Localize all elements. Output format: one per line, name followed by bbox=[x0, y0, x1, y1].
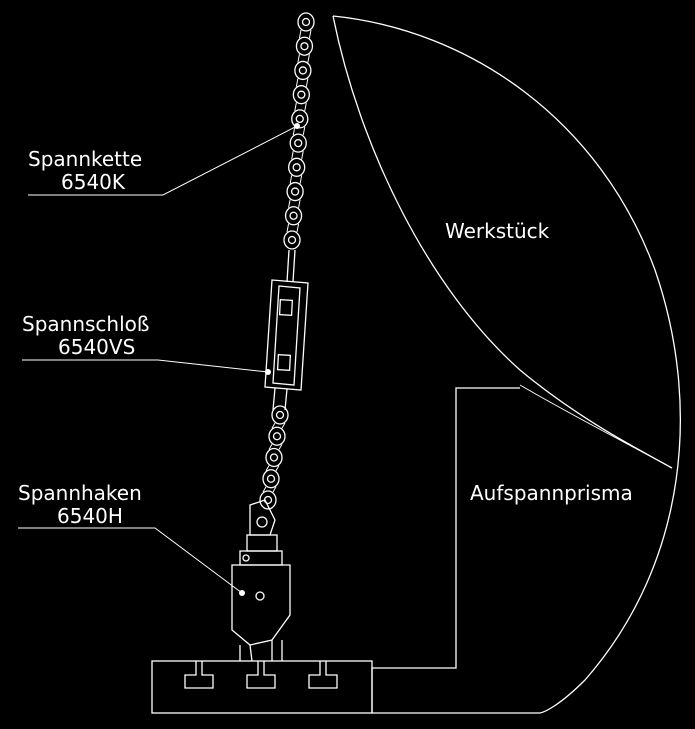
chain-link bbox=[271, 405, 289, 425]
chain-link bbox=[262, 469, 280, 489]
label-werkstueck: Werkstück bbox=[445, 219, 550, 243]
label-spannkette-name: Spannkette bbox=[28, 147, 142, 171]
chain-link bbox=[291, 109, 309, 129]
chain-plate bbox=[268, 444, 273, 450]
chain-pin bbox=[290, 187, 300, 196]
chain-plate bbox=[281, 422, 286, 429]
chain-plate bbox=[265, 465, 270, 471]
chain-plate bbox=[291, 151, 294, 160]
leader-dot-spannschloss bbox=[265, 369, 271, 375]
clamping-prism bbox=[371, 387, 540, 714]
chain-link bbox=[268, 426, 286, 446]
tension-hook bbox=[231, 499, 291, 662]
chain-plate bbox=[289, 175, 293, 184]
leader-spannkette bbox=[28, 125, 298, 196]
chain-plate bbox=[304, 102, 307, 111]
chain-plate bbox=[292, 126, 296, 136]
chain-pin bbox=[287, 235, 297, 245]
chain-plate bbox=[298, 29, 302, 39]
chain-link bbox=[294, 60, 312, 81]
chain-link bbox=[295, 36, 314, 56]
chain-pin bbox=[272, 432, 282, 441]
chain-plate bbox=[302, 126, 306, 136]
chain-pin bbox=[292, 163, 301, 172]
chain-link bbox=[289, 133, 307, 153]
chain-pin bbox=[301, 17, 311, 27]
chain-plate bbox=[305, 78, 309, 87]
base-plate bbox=[151, 660, 373, 714]
chain-pin bbox=[289, 211, 298, 220]
leader-lines bbox=[18, 123, 300, 596]
label-spannschloss-name: Spannschloß bbox=[22, 312, 149, 336]
chain-plate bbox=[286, 223, 290, 233]
chain-plate bbox=[295, 78, 299, 87]
chain-link bbox=[297, 12, 315, 32]
leader-dot-spannkette bbox=[294, 123, 300, 129]
chain-plate bbox=[271, 422, 276, 429]
chain-plate bbox=[275, 465, 280, 471]
chain-upper bbox=[283, 12, 315, 250]
chain-plate bbox=[288, 199, 291, 208]
chain-plate bbox=[299, 175, 303, 184]
chain-plate bbox=[307, 54, 310, 63]
chain-plate bbox=[308, 29, 312, 39]
leader-dot-spannhaken bbox=[239, 590, 245, 596]
chain-plate bbox=[298, 199, 301, 208]
workpiece bbox=[332, 15, 681, 714]
chain-pin bbox=[295, 114, 304, 124]
label-aufspannprisma: Aufspannprisma bbox=[470, 481, 633, 505]
label-spannhaken-code: 6540H bbox=[57, 504, 123, 528]
chain-plate bbox=[272, 486, 277, 493]
chain-plate bbox=[294, 102, 297, 111]
chain-plate bbox=[262, 486, 267, 493]
chain-pin bbox=[300, 42, 309, 51]
chain-link bbox=[286, 181, 304, 202]
chain-link bbox=[284, 206, 303, 226]
chain-lower bbox=[259, 405, 289, 510]
chain-plate bbox=[278, 444, 283, 450]
label-spannschloss-code: 6540VS bbox=[58, 335, 135, 359]
chain-pin bbox=[275, 410, 285, 420]
chain-link bbox=[283, 230, 301, 250]
chain-pin bbox=[269, 453, 279, 462]
chain-pin bbox=[266, 474, 276, 483]
chain-plate bbox=[301, 151, 304, 160]
label-spannhaken-name: Spannhaken bbox=[18, 481, 142, 505]
leader-spannhaken bbox=[18, 527, 243, 594]
chain-pin bbox=[297, 90, 306, 99]
chain-link bbox=[265, 447, 283, 468]
chain-plate bbox=[297, 54, 300, 63]
chain-link bbox=[288, 157, 306, 177]
chain-pin bbox=[298, 66, 308, 75]
leader-spannschloss bbox=[22, 359, 269, 373]
turnbuckle bbox=[264, 249, 309, 411]
chain-plate bbox=[296, 223, 300, 233]
chain-pin bbox=[294, 138, 303, 148]
chain-link bbox=[292, 85, 310, 105]
label-spannkette-code: 6540K bbox=[61, 170, 126, 194]
chain-link bbox=[259, 490, 277, 510]
